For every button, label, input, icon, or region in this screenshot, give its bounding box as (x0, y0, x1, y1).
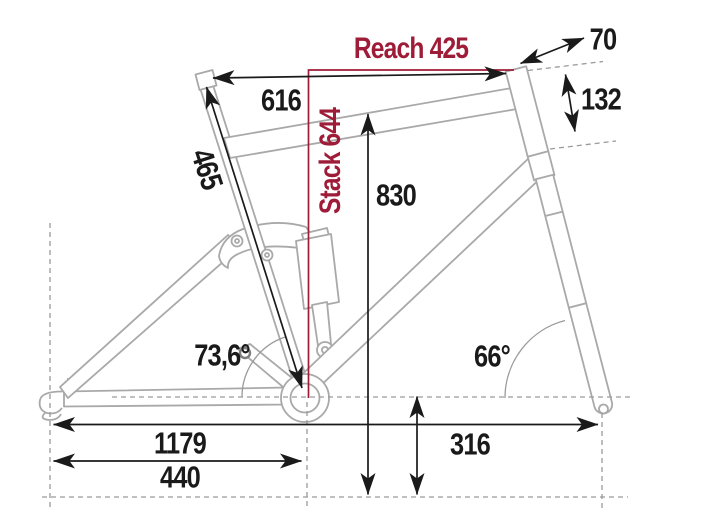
stack-label: Stack 644 (314, 107, 347, 215)
dim-head-tube-132 (561, 74, 579, 132)
bb-height-label: 316 (450, 426, 491, 462)
standover-height-label: 830 (376, 177, 417, 213)
head-angle-arc (504, 319, 566, 399)
seat-tube-angle-label: 73,6° (194, 337, 250, 373)
guide-headtube-top (527, 60, 604, 72)
bottom-bracket-bore (289, 382, 321, 414)
fork-upper-leg (534, 173, 588, 309)
head-tube-angle-label: 66° (474, 338, 511, 374)
seatstay-tube (59, 234, 241, 399)
rear-dropout (38, 390, 65, 421)
fork-offset-label: 70 (589, 21, 617, 57)
dimension-lines (53, 37, 599, 495)
head-tube (504, 65, 550, 158)
reach-label: Reach 425 (353, 32, 469, 65)
dim-fork-offset-70 (520, 37, 585, 65)
shock-body (295, 233, 340, 310)
seatpost-clamp (194, 69, 218, 91)
head-tube-length-label: 132 (581, 81, 622, 117)
guide-headtube-bottom (549, 140, 617, 150)
top-tube-length-label: 616 (261, 82, 302, 118)
dim-seat-tube-465 (205, 86, 303, 389)
shock-shaft (311, 301, 332, 347)
rocker-pivot-left-bolt (234, 238, 240, 244)
wheelbase-label: 1179 (154, 425, 207, 461)
front-axle (598, 403, 609, 415)
chainstay-length-label: 440 (160, 459, 201, 495)
dim-top-tube-616 (212, 66, 507, 86)
fork-crown (526, 150, 556, 182)
rocker-pivot-right-bolt (264, 252, 270, 258)
fork-stanchion-line (544, 210, 563, 217)
